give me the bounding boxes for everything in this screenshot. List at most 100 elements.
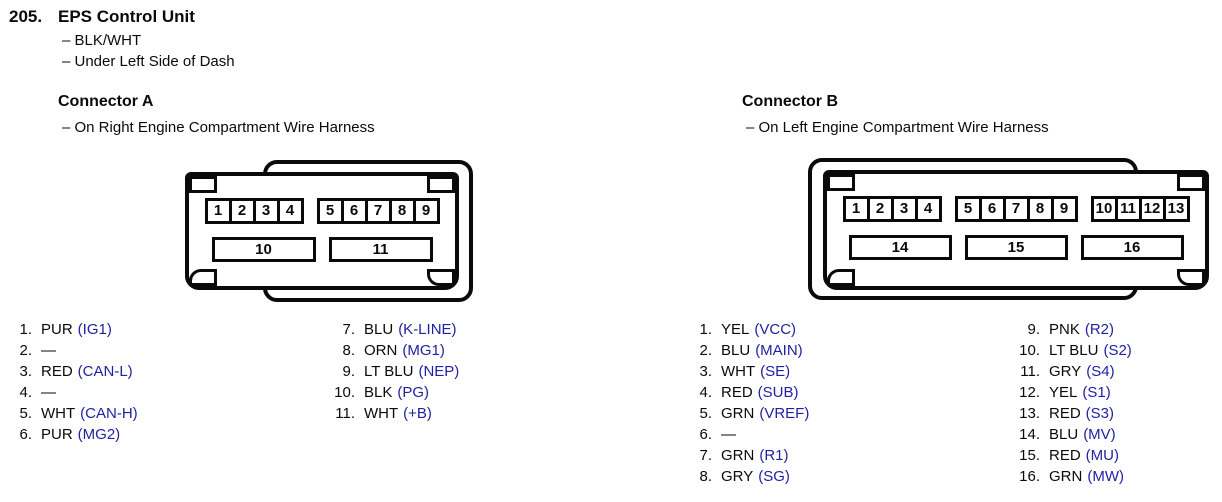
wire-color: RED xyxy=(41,363,73,380)
pin-list-row: 4.— xyxy=(6,382,138,403)
pin-cavity: 11 xyxy=(1114,196,1142,222)
corner-tab-top-right xyxy=(427,176,455,193)
pin-cavity: 15 xyxy=(964,235,1068,260)
pin-cavity: 4 xyxy=(276,198,304,224)
pin-number: 16. xyxy=(1019,468,1040,485)
pin-list-row: 3.RED(CAN-L) xyxy=(6,361,138,382)
wire-color: LT BLU xyxy=(364,363,414,380)
wire-color: BLU xyxy=(364,321,394,338)
signal-name: (NEP) xyxy=(418,363,460,380)
pin-cavity: 7 xyxy=(1002,196,1030,222)
pin-cavity: 8 xyxy=(388,198,416,224)
pin-list-row: 4.RED(SUB) xyxy=(686,382,809,403)
pin-cavity: 6 xyxy=(340,198,368,224)
wire-color: BLK xyxy=(364,384,393,401)
pin-list-row: 7.GRN(R1) xyxy=(686,445,809,466)
pin-cavity: 4 xyxy=(914,196,942,222)
signal-name: (SG) xyxy=(758,468,790,485)
pin-number: 9. xyxy=(1027,321,1040,338)
connector-b-pin-list-col2: 9.PNK(R2) 10.LT BLU(S2) 11.GRY(S4) 12.YE… xyxy=(1014,319,1132,487)
signal-name: (R2) xyxy=(1084,321,1115,338)
pin-number: 6. xyxy=(19,426,32,443)
signal-name: (S2) xyxy=(1103,342,1132,359)
pin-list-row: 1. PUR(IG1) xyxy=(6,319,138,340)
pin-cavity: 16 xyxy=(1080,235,1184,260)
pin-list-row: 3.WHT(SE) xyxy=(686,361,809,382)
wire-color: BLU xyxy=(721,342,751,359)
signal-name: (VREF) xyxy=(759,405,810,422)
signal-name: (PG) xyxy=(397,384,430,401)
pin-cavity: 10 xyxy=(1090,196,1118,222)
wire-color: PUR xyxy=(41,321,73,338)
signal-name: (K-LINE) xyxy=(398,321,457,338)
pin-number: 10. xyxy=(334,384,355,401)
wire-color: WHT xyxy=(41,405,76,422)
wire-color: GRN xyxy=(721,405,755,422)
wire-color: RED xyxy=(1049,405,1081,422)
pin-list-row: 10. BLK(PG) xyxy=(329,382,459,403)
pin-number: 11. xyxy=(335,405,355,422)
wire-color: LT BLU xyxy=(1049,342,1099,359)
pin-list-row: 15.RED(MU) xyxy=(1014,445,1132,466)
signal-name: (CAN-L) xyxy=(77,363,133,380)
wire-color: YEL xyxy=(721,321,750,338)
pin-row-bottom: 14 15 16 xyxy=(831,235,1201,260)
page-title: EPS Control Unit xyxy=(58,7,195,26)
wire-color: BLU xyxy=(1049,426,1079,443)
corner-tab-top-right xyxy=(1177,174,1205,191)
pin-list-row: 1.YEL(VCC) xyxy=(686,319,809,340)
pin-list-row: 9.PNK(R2) xyxy=(1014,319,1132,340)
pin-number: 5. xyxy=(19,405,32,422)
pin-cavity: 13 xyxy=(1162,196,1190,222)
signal-name: (S3) xyxy=(1085,405,1115,422)
signal-name: (MW) xyxy=(1087,468,1124,485)
signal-name: (MU) xyxy=(1085,447,1119,464)
wire-color: RED xyxy=(721,384,753,401)
wire-color: — xyxy=(41,384,56,401)
connector-b-location: – On Left Engine Compartment Wire Harnes… xyxy=(746,119,1049,136)
pin-cavity: 11 xyxy=(328,237,433,262)
pin-number: 9. xyxy=(342,363,355,380)
pin-cavity: 14 xyxy=(848,235,952,260)
wire-color: — xyxy=(721,426,736,443)
pin-cavity: 9 xyxy=(1050,196,1078,222)
signal-name: (IG1) xyxy=(77,321,112,338)
pin-list-row: 11.WHT(+B) xyxy=(329,403,459,424)
connector-b-heading: Connector B xyxy=(742,93,838,110)
pin-cavity: 12 xyxy=(1138,196,1166,222)
corner-tab-top-left xyxy=(189,176,217,193)
connector-b-pin-list-col1: 1.YEL(VCC) 2.BLU(MAIN) 3.WHT(SE) 4. RED (S… xyxy=(686,319,809,487)
pin-list-row: 9. LT BLU(NEP) xyxy=(329,361,459,382)
pin-cavity: 3 xyxy=(252,198,280,224)
pin-number: 1. xyxy=(19,321,32,338)
pin-cavity: 8 xyxy=(1026,196,1054,222)
pin-cavity: 10 xyxy=(211,237,316,262)
pin-number: 7. xyxy=(699,447,712,464)
wire-color: — xyxy=(41,342,56,359)
signal-name: (MG1) xyxy=(402,342,445,359)
pin-list-row: 12.YEL(S1) xyxy=(1014,382,1132,403)
pin-cavity: 5 xyxy=(316,198,344,224)
pin-number: 10. xyxy=(1019,342,1040,359)
wire-color: ORN xyxy=(364,342,398,359)
wire-color: WHT xyxy=(721,363,756,380)
wire-color: PUR xyxy=(41,426,73,443)
pin-cavity: 3 xyxy=(890,196,918,222)
pin-cavity: 6 xyxy=(978,196,1006,222)
wire-color: GRN xyxy=(721,447,755,464)
pin-list-row: 8.GRY(SG) xyxy=(686,466,809,487)
pin-cavity: 2 xyxy=(228,198,256,224)
pin-cavity: 7 xyxy=(364,198,392,224)
pin-list-row: 6.PUR(MG2) xyxy=(6,424,138,445)
pin-list-row: 7.BLU(K-LINE) xyxy=(329,319,459,340)
pin-list-row: 2.BLU(MAIN) xyxy=(686,340,809,361)
pin-cavity: 9 xyxy=(412,198,440,224)
pin-number: 4. xyxy=(699,384,712,401)
